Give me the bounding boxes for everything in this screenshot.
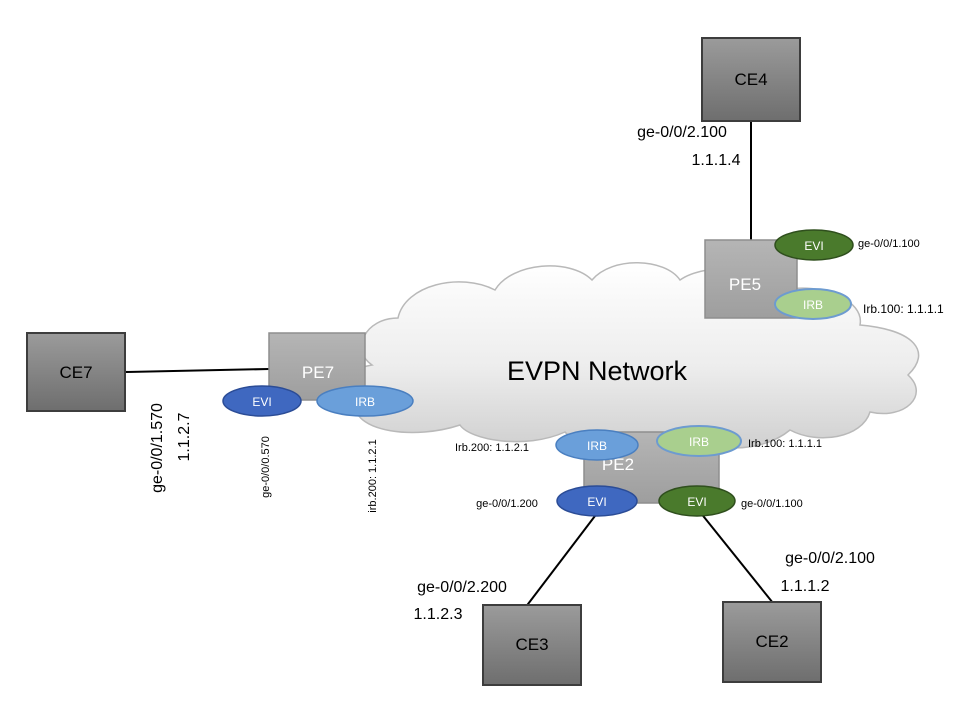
ce2-node[interactable]: CE2 [722, 601, 822, 683]
pe7-evi-interface-label: ge-0/0/0.570 [260, 436, 272, 498]
ce7-interface-label: ge-0/0/1.570 [149, 403, 166, 493]
pe2-irb200-interface-label: Irb.200: 1.1.2.1 [455, 442, 529, 454]
evi-badge-label: EVI [252, 395, 271, 409]
link-ce7-pe7 [124, 368, 270, 373]
ce2-interface-label: ge-0/0/2.100 [785, 550, 875, 567]
pe5-irb-interface-label: Irb.100: 1.1.1.1 [863, 302, 944, 316]
pe2-irb200-badge[interactable]: IRB [555, 429, 639, 461]
link-pe2-ce2 [699, 511, 774, 604]
pe2-evi-blue-badge[interactable]: EVI [556, 485, 638, 517]
evi-badge-label: EVI [687, 495, 706, 509]
pe2-evi-left-interface-label: ge-0/0/1.200 [476, 498, 538, 510]
pe5-irb-badge[interactable]: IRB [774, 288, 852, 320]
pe7-irb-badge[interactable]: IRB [316, 385, 414, 417]
evi-badge-label: EVI [587, 495, 606, 509]
pe7-evi-badge[interactable]: EVI [222, 385, 302, 417]
interface-labels: ge-0/0/2.100 1.1.1.4 ge-0/0/1.100 Irb.10… [149, 124, 944, 623]
ce4-label: CE4 [734, 70, 767, 89]
ce2-ip-label: 1.1.1.2 [781, 578, 830, 595]
ce3-interface-label: ge-0/0/2.200 [417, 579, 507, 596]
pe7-label: PE7 [302, 363, 334, 382]
ce7-label: CE7 [59, 363, 92, 382]
irb-badge-label: IRB [587, 439, 607, 453]
link-pe2-ce3 [524, 511, 599, 609]
irb-badge-label: IRB [355, 395, 375, 409]
pe5-evi-interface-label: ge-0/0/1.100 [858, 238, 920, 250]
pe2-evi-right-interface-label: ge-0/0/1.100 [741, 498, 803, 510]
pe5-evi-badge[interactable]: EVI [774, 229, 854, 261]
ce7-node[interactable]: CE7 [26, 332, 126, 412]
pe2-irb100-badge[interactable]: IRB [656, 425, 742, 457]
irb-badge-label: IRB [689, 435, 709, 449]
ce3-node[interactable]: CE3 [482, 604, 582, 686]
links [124, 121, 774, 609]
ce2-label: CE2 [755, 632, 788, 651]
ce4-node[interactable]: CE4 [701, 37, 801, 122]
ce3-label: CE3 [515, 635, 548, 654]
ce7-ip-label: 1.1.2.7 [176, 412, 193, 461]
pe5-label: PE5 [729, 275, 761, 294]
irb-badge-label: IRB [803, 298, 823, 312]
network-title: EVPN Network [507, 356, 688, 386]
pe7-irb-interface-label: irb.200: 1.1.2.1 [367, 439, 379, 512]
pe2-irb100-interface-label: Irb.100: 1.1.1.1 [748, 438, 822, 450]
ce4-interface-label: ge-0/0/2.100 [637, 124, 727, 141]
evi-badge-label: EVI [804, 239, 823, 253]
pe2-evi-green-badge[interactable]: EVI [658, 485, 736, 517]
ce3-ip-label: 1.1.2.3 [414, 606, 463, 623]
ce4-ip-label: 1.1.1.4 [692, 152, 741, 169]
